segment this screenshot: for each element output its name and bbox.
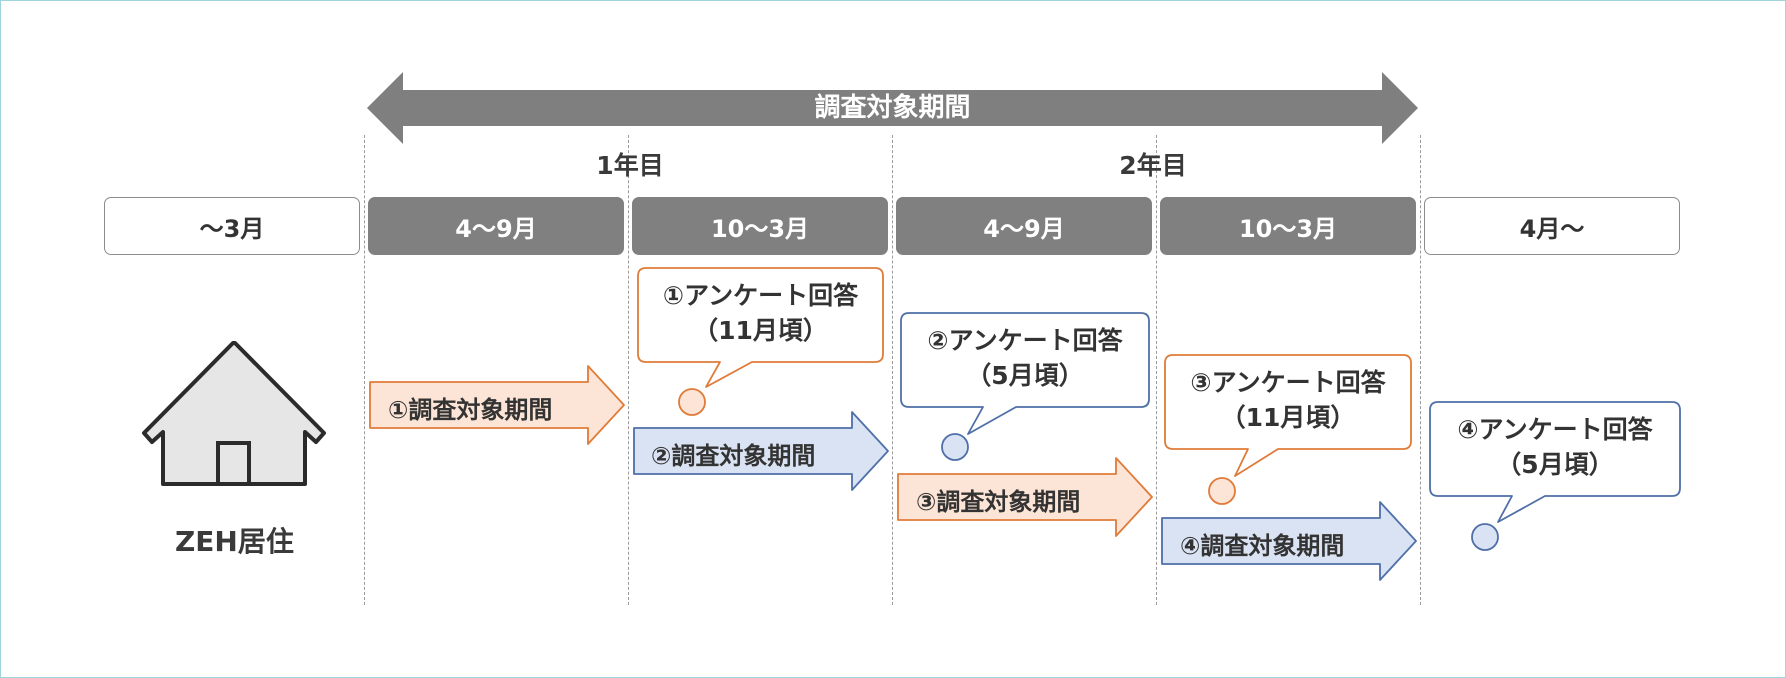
separator-line <box>628 135 629 605</box>
separator-line <box>364 135 365 605</box>
questionnaire-timing-3: （11月頃） <box>1220 403 1356 432</box>
survey-arrow-label-4: ④調査対象期間 <box>1180 532 1345 560</box>
questionnaire-title-1: ①アンケート回答 <box>662 281 859 310</box>
period-box-y2-h2: 10〜3月 <box>1160 197 1416 255</box>
year-label-1: 1年目 <box>596 151 664 180</box>
period-box-after: 4月〜 <box>1424 197 1680 255</box>
questionnaire-title-2: ②アンケート回答 <box>927 326 1123 355</box>
period-box-before: 〜3月 <box>104 197 360 255</box>
period-box-y2-h1: 4〜9月 <box>896 197 1152 255</box>
year-label-2: 2年目 <box>1119 151 1187 180</box>
callout-dot-4 <box>1471 523 1499 551</box>
house-icon <box>142 341 326 486</box>
survey-period-double-arrow <box>367 72 1418 144</box>
questionnaire-timing-4: （5月頃） <box>1496 450 1614 479</box>
callout-bubble-3 <box>1164 354 1412 477</box>
survey-arrow-label-3: ③調査対象期間 <box>916 488 1081 516</box>
callout-bubble-4 <box>1429 401 1681 523</box>
separator-line <box>1156 135 1157 605</box>
questionnaire-title-4: ④アンケート回答 <box>1457 415 1653 444</box>
survey-arrow-1 <box>369 365 625 445</box>
questionnaire-timing-2: （5月頃） <box>966 361 1084 390</box>
callout-bubble-2 <box>900 312 1150 435</box>
subject-label: ZEH居住 <box>175 525 294 558</box>
questionnaire-1: ①アンケート回答 （11月頃） <box>638 278 883 348</box>
questionnaire-3: ③アンケート回答 （11月頃） <box>1165 365 1411 435</box>
survey-arrow-2 <box>633 411 889 491</box>
period-box-y1-h1: 4〜9月 <box>368 197 624 255</box>
separator-line <box>1420 135 1421 605</box>
callout-dot-3 <box>1208 477 1236 505</box>
questionnaire-title-3: ③アンケート回答 <box>1190 368 1386 397</box>
survey-arrow-label-1: ①調査対象期間 <box>388 396 553 424</box>
separator-line <box>892 135 893 605</box>
survey-period-title: 調査対象期間 <box>814 93 971 123</box>
questionnaire-4: ④アンケート回答 （5月頃） <box>1430 412 1680 482</box>
period-box-y1-h2: 10〜3月 <box>632 197 888 255</box>
callout-dot-2 <box>941 433 969 461</box>
survey-arrow-4 <box>1161 501 1417 581</box>
questionnaire-2: ②アンケート回答 （5月頃） <box>901 323 1149 393</box>
callout-dot-1 <box>678 388 706 416</box>
callout-bubble-1 <box>637 267 884 388</box>
questionnaire-timing-1: （11月頃） <box>693 316 828 345</box>
survey-arrow-label-2: ②調査対象期間 <box>651 442 816 470</box>
survey-arrow-3 <box>897 457 1153 537</box>
